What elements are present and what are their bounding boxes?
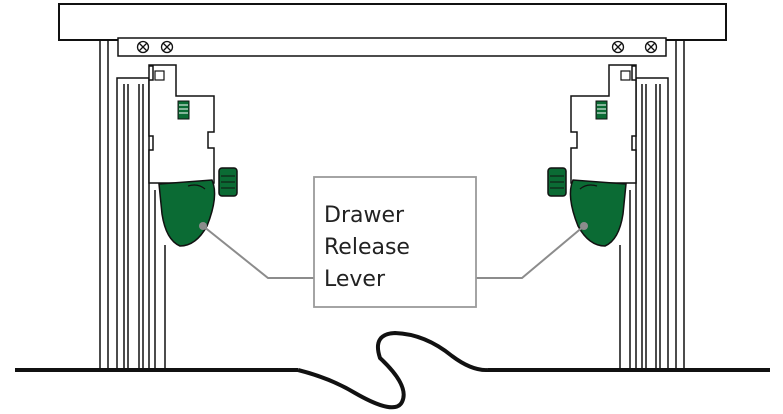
screw-icon bbox=[136, 40, 150, 54]
mounting-rail bbox=[117, 37, 667, 57]
drawer-rail-left bbox=[154, 190, 166, 370]
lever-detail-right bbox=[579, 184, 598, 190]
screw-icon bbox=[611, 40, 625, 54]
release-indicator-left bbox=[177, 100, 190, 120]
callout-box bbox=[313, 176, 477, 308]
release-indicator-right bbox=[595, 100, 608, 120]
bracket-clip-right bbox=[620, 70, 631, 81]
bracket-clip-left bbox=[154, 70, 165, 81]
screw-icon bbox=[160, 40, 174, 54]
floor-break-line bbox=[297, 330, 489, 410]
callout-label-line-3: Lever bbox=[324, 267, 386, 292]
leader-line-right bbox=[476, 225, 585, 279]
leader-line-left bbox=[202, 225, 314, 279]
leader-dot-right bbox=[580, 222, 588, 230]
countertop bbox=[58, 3, 727, 41]
slide-bracket-left bbox=[148, 64, 215, 184]
release-lever-right[interactable] bbox=[569, 179, 627, 247]
release-lever-left[interactable] bbox=[158, 179, 216, 247]
drawer-rail-right bbox=[619, 190, 631, 370]
release-knob-left[interactable] bbox=[218, 167, 238, 197]
cabinet-side-right bbox=[675, 40, 685, 370]
drawer-slide-left bbox=[116, 77, 150, 371]
leader-dot-left bbox=[199, 222, 207, 230]
screw-icon bbox=[644, 40, 658, 54]
drawer-slide-right bbox=[635, 77, 669, 371]
callout-label-line-2: Release bbox=[324, 235, 410, 260]
callout-label-line-1: Drawer bbox=[324, 203, 405, 228]
slide-bracket-right bbox=[570, 64, 637, 184]
lever-detail-left bbox=[187, 184, 206, 190]
cabinet-side-left bbox=[99, 40, 109, 370]
release-knob-right[interactable] bbox=[547, 167, 567, 197]
